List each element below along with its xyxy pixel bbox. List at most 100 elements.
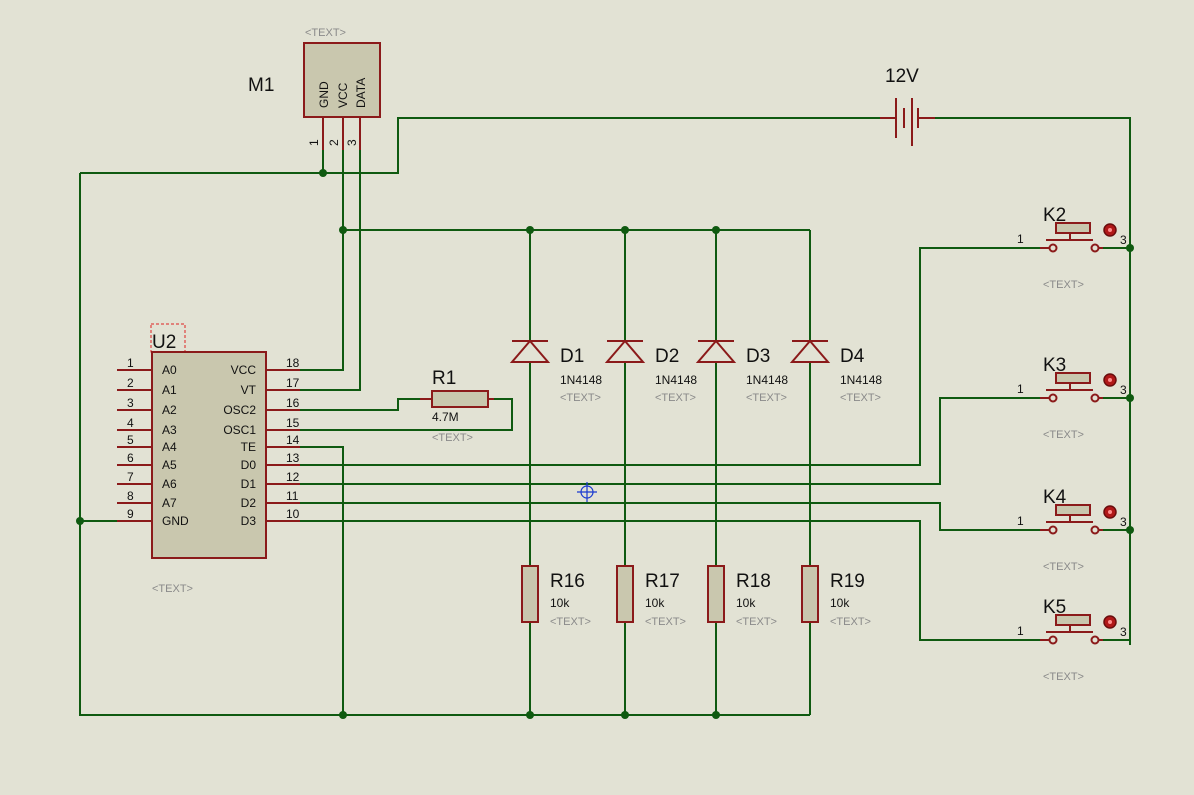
m1-placeholder: <TEXT> — [305, 27, 346, 39]
battery-12v[interactable]: 12V — [880, 66, 935, 146]
resistor-ref: R17 — [645, 571, 680, 592]
m1-vcc-wire — [300, 148, 344, 371]
u2-pin-name: A4 — [162, 440, 177, 454]
r1-value: 4.7M — [432, 410, 459, 424]
u2-pin-name: VCC — [231, 363, 257, 377]
switch-ref: K2 — [1043, 205, 1066, 226]
u2-pin-name: D2 — [241, 496, 257, 510]
d2-wire — [300, 502, 1040, 531]
switch-led-highlight — [1108, 378, 1112, 382]
ground-to-battery — [80, 117, 880, 174]
r1-resistor[interactable]: R1 4.7M <TEXT> — [420, 368, 494, 444]
diode-placeholder: <TEXT> — [560, 392, 601, 404]
u2-pin-name: D0 — [241, 458, 257, 472]
resistor-value: 10k — [645, 596, 665, 610]
switch-pin-number: 3 — [1120, 233, 1127, 247]
m1-pin-num: 1 — [307, 139, 321, 146]
diode-value: 1N4148 — [560, 373, 602, 387]
switch-contacts — [1040, 228, 1103, 249]
wires — [79, 117, 1131, 716]
u2-pin-number: 2 — [127, 376, 134, 390]
battery-label: 12V — [885, 66, 919, 87]
resistor-body — [521, 565, 539, 623]
u2-pin-name: VT — [241, 383, 257, 397]
pulldown-resistors: R1610k<TEXT>R1710k<TEXT>R1810k<TEXT>R191… — [521, 565, 871, 628]
m1-data-wire — [300, 148, 361, 391]
u2-pin-name: OSC2 — [223, 403, 256, 417]
m1-pin-data: DATA — [354, 78, 368, 108]
battery-plates — [895, 98, 919, 146]
switch-ref: K3 — [1043, 355, 1066, 376]
u2-body — [151, 351, 267, 559]
switch-placeholder: <TEXT> — [1043, 429, 1084, 441]
u2-pin-name: A6 — [162, 477, 177, 491]
u2-pin-number: 7 — [127, 470, 134, 484]
junction — [1126, 244, 1134, 252]
switch-pin-number: 3 — [1120, 625, 1127, 639]
switch-cap — [1055, 504, 1091, 516]
switch-pin-number: 1 — [1017, 624, 1024, 638]
resistor-ref: R19 — [830, 571, 865, 592]
u2-pin-number: 1 — [127, 356, 134, 370]
diode-placeholder: <TEXT> — [840, 392, 881, 404]
switch-cap — [1055, 372, 1091, 384]
switch-terminal — [1048, 393, 1058, 403]
u2-pin-number: 11 — [286, 489, 299, 503]
u2-pin-number: 17 — [286, 376, 300, 390]
resistor-placeholder: <TEXT> — [830, 616, 871, 628]
u2-placeholder: <TEXT> — [152, 583, 193, 595]
u2-pin-number: 14 — [286, 433, 300, 447]
resistor-body — [707, 565, 725, 623]
junction — [712, 226, 720, 234]
u2-right-pins: 18VCC17VT16OSC215OSC114TE13D012D111D210D… — [223, 356, 300, 528]
u2-pin-number: 18 — [286, 356, 300, 370]
crosshair-cursor-icon — [577, 482, 597, 502]
resistor-placeholder: <TEXT> — [550, 616, 591, 628]
switch-placeholder: <TEXT> — [1043, 561, 1084, 573]
u2-pin-name: A5 — [162, 458, 177, 472]
u2-selection-box — [150, 323, 186, 353]
m1-module[interactable]: <TEXT> M1 GND VCC DATA 1 2 3 — [248, 27, 381, 150]
u2-pin-name: GND — [162, 514, 189, 528]
junction — [339, 226, 347, 234]
diode-placeholder: <TEXT> — [746, 392, 787, 404]
diodes: D11N4148<TEXT>D21N4148<TEXT>D31N4148<TEX… — [509, 339, 882, 404]
u2-pin-name: A3 — [162, 423, 177, 437]
u2-pin-name: A0 — [162, 363, 177, 377]
m1-pin-num: 2 — [327, 139, 341, 146]
resistor-ref: R18 — [736, 571, 771, 592]
switch-terminal — [1090, 635, 1100, 645]
diode-placeholder: <TEXT> — [655, 392, 696, 404]
diode-d2[interactable]: D2 1N4148 <TEXT> — [604, 339, 697, 404]
diode-symbol — [695, 339, 737, 363]
ground-bus — [79, 173, 810, 716]
u2-pin-number: 8 — [127, 489, 134, 503]
diode-value: 1N4148 — [655, 373, 697, 387]
diode-ref: D2 — [655, 346, 679, 367]
u2-ref: U2 — [152, 332, 176, 353]
switch-pin-number: 1 — [1017, 232, 1024, 246]
switch-pin-number: 1 — [1017, 514, 1024, 528]
d3-wire — [300, 520, 1040, 641]
u2-pin-number: 12 — [286, 470, 300, 484]
switch-contacts — [1040, 510, 1103, 531]
switch-contacts — [1040, 378, 1103, 399]
switch-terminal — [1048, 525, 1058, 535]
switch-led-highlight — [1108, 620, 1112, 624]
switch-terminal — [1048, 243, 1058, 253]
junction — [712, 711, 720, 719]
junction — [1126, 394, 1134, 402]
junctions — [76, 169, 1134, 719]
